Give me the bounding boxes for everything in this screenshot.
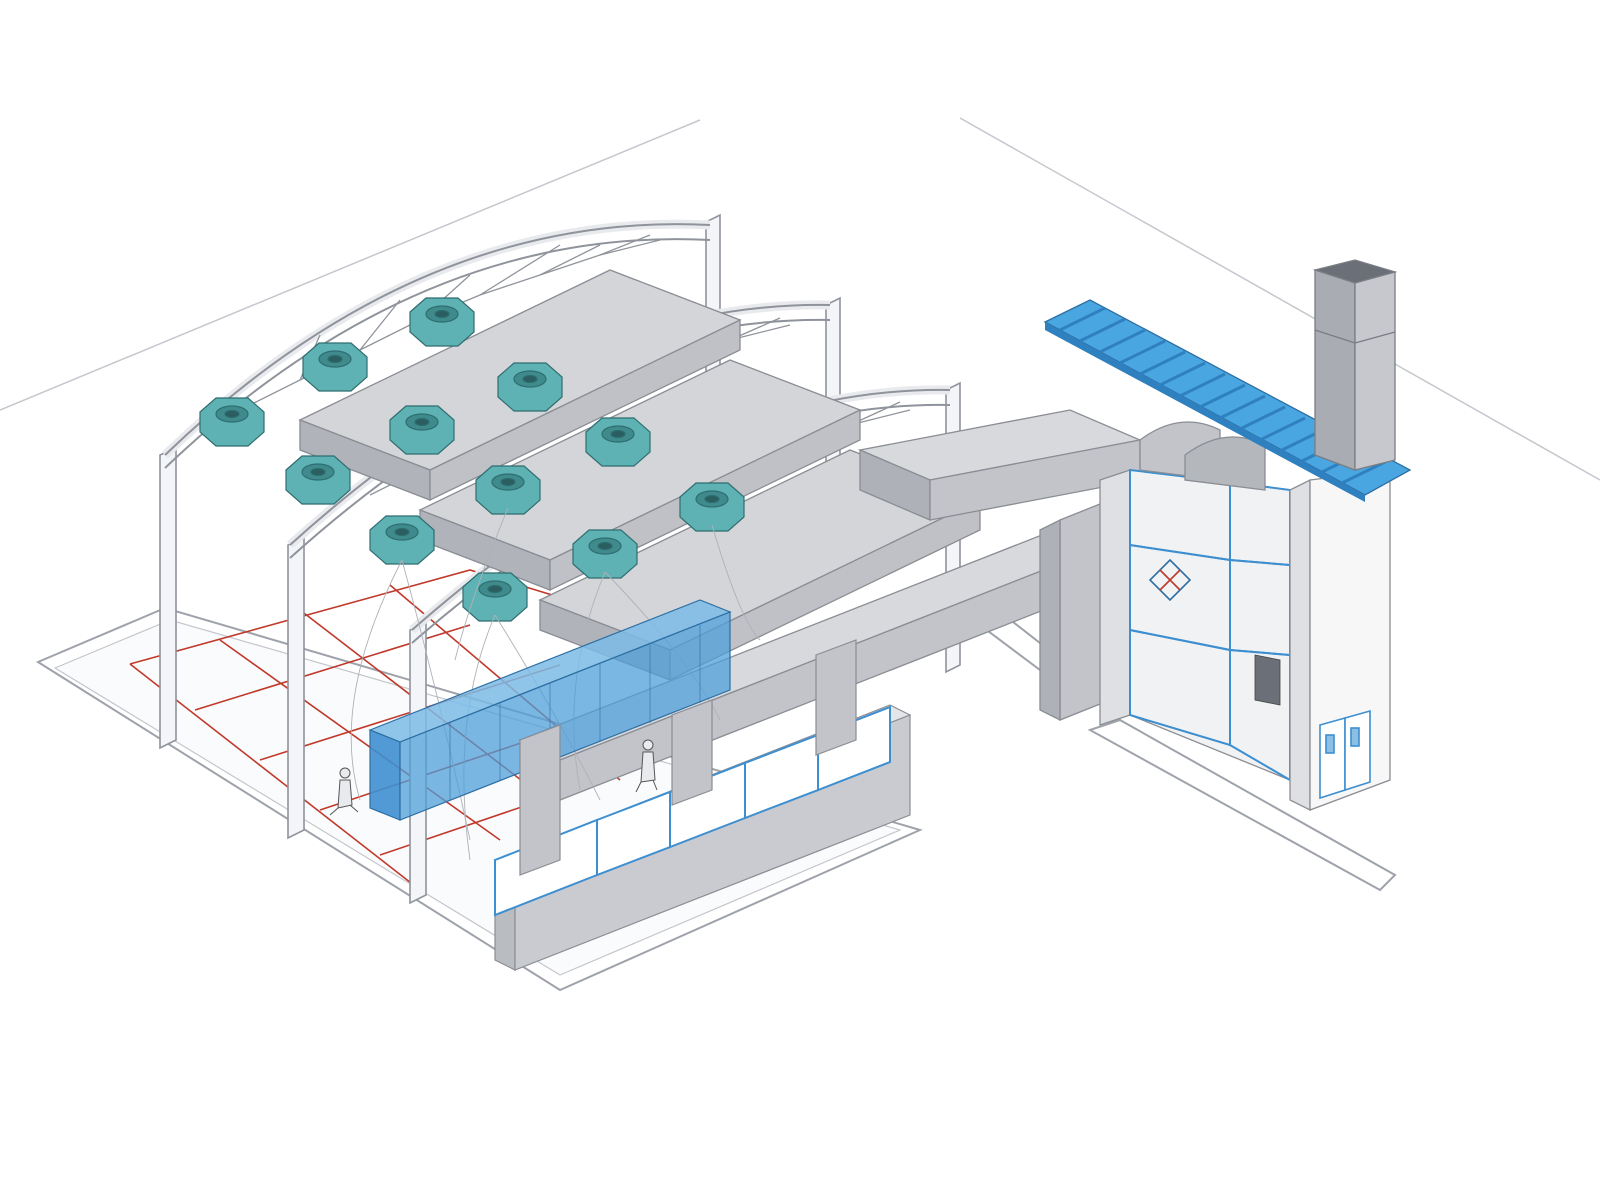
nozzle — [572, 529, 638, 579]
unit-duct-elbows — [1139, 421, 1266, 491]
nozzle — [369, 515, 435, 565]
main-supply-duct — [857, 409, 1143, 521]
painter-center — [635, 739, 658, 793]
fan-logo-icon — [1148, 558, 1192, 602]
door-icon — [1319, 709, 1371, 800]
nozzle — [302, 342, 368, 392]
site-boundary-lines — [0, 117, 1600, 481]
nozzle — [585, 417, 651, 467]
nozzle — [389, 405, 455, 455]
nozzle — [497, 362, 563, 412]
nozzle — [199, 397, 265, 447]
shipping-container — [368, 599, 732, 821]
nozzle — [285, 455, 351, 505]
painter-figures — [329, 739, 658, 816]
nozzle — [462, 572, 528, 622]
air-nozzles — [199, 297, 745, 622]
booth-side-wall — [493, 639, 912, 971]
nozzle — [475, 465, 541, 515]
louver-grille — [1254, 654, 1281, 706]
air-handling-unit — [1099, 468, 1391, 812]
nozzle — [679, 482, 745, 532]
chimney-icon — [1312, 259, 1398, 471]
painter-left — [329, 767, 359, 816]
nozzle — [409, 297, 475, 347]
